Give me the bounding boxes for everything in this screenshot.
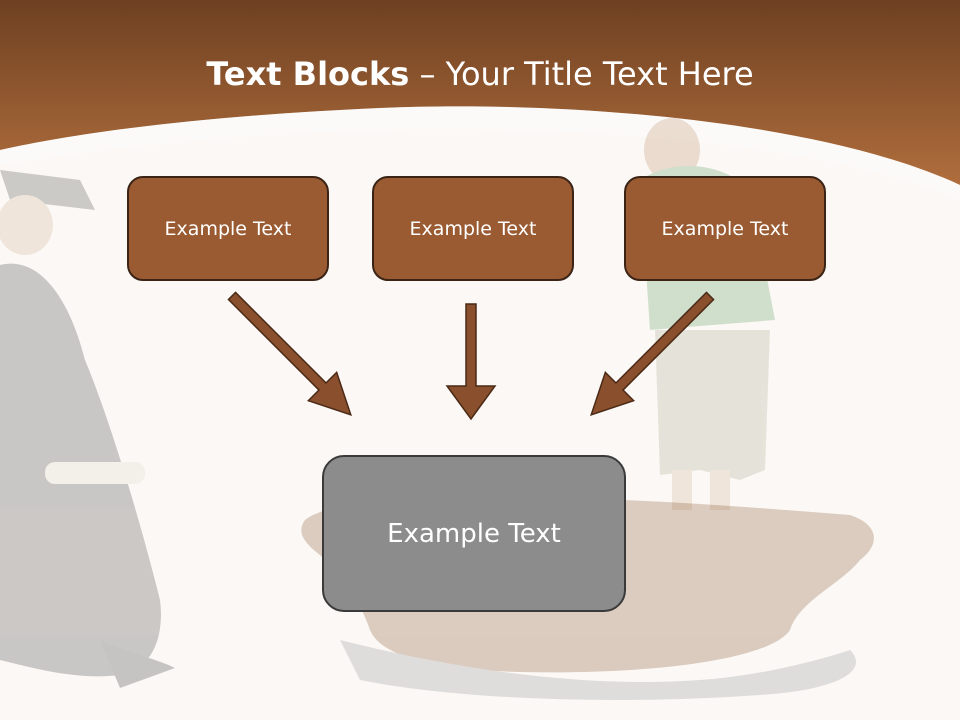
text-block-bottom: Example Text [322, 455, 626, 612]
arrow-right [590, 291, 715, 416]
title-rest: Your Title Text Here [445, 55, 754, 93]
graduate-illustration [0, 170, 175, 688]
header-band [0, 0, 960, 185]
title-bold: Text Blocks [206, 55, 410, 93]
text-block-top-right: Example Text [624, 176, 826, 281]
arrow-left [227, 291, 352, 416]
slide-title: Text Blocks – Your Title Text Here [0, 52, 960, 96]
title-dash: – [409, 55, 446, 93]
arrow-center [445, 303, 497, 421]
header-highlight-curve [0, 106, 960, 200]
text-block-top-left: Example Text [127, 176, 329, 281]
text-block-top-center: Example Text [372, 176, 574, 281]
